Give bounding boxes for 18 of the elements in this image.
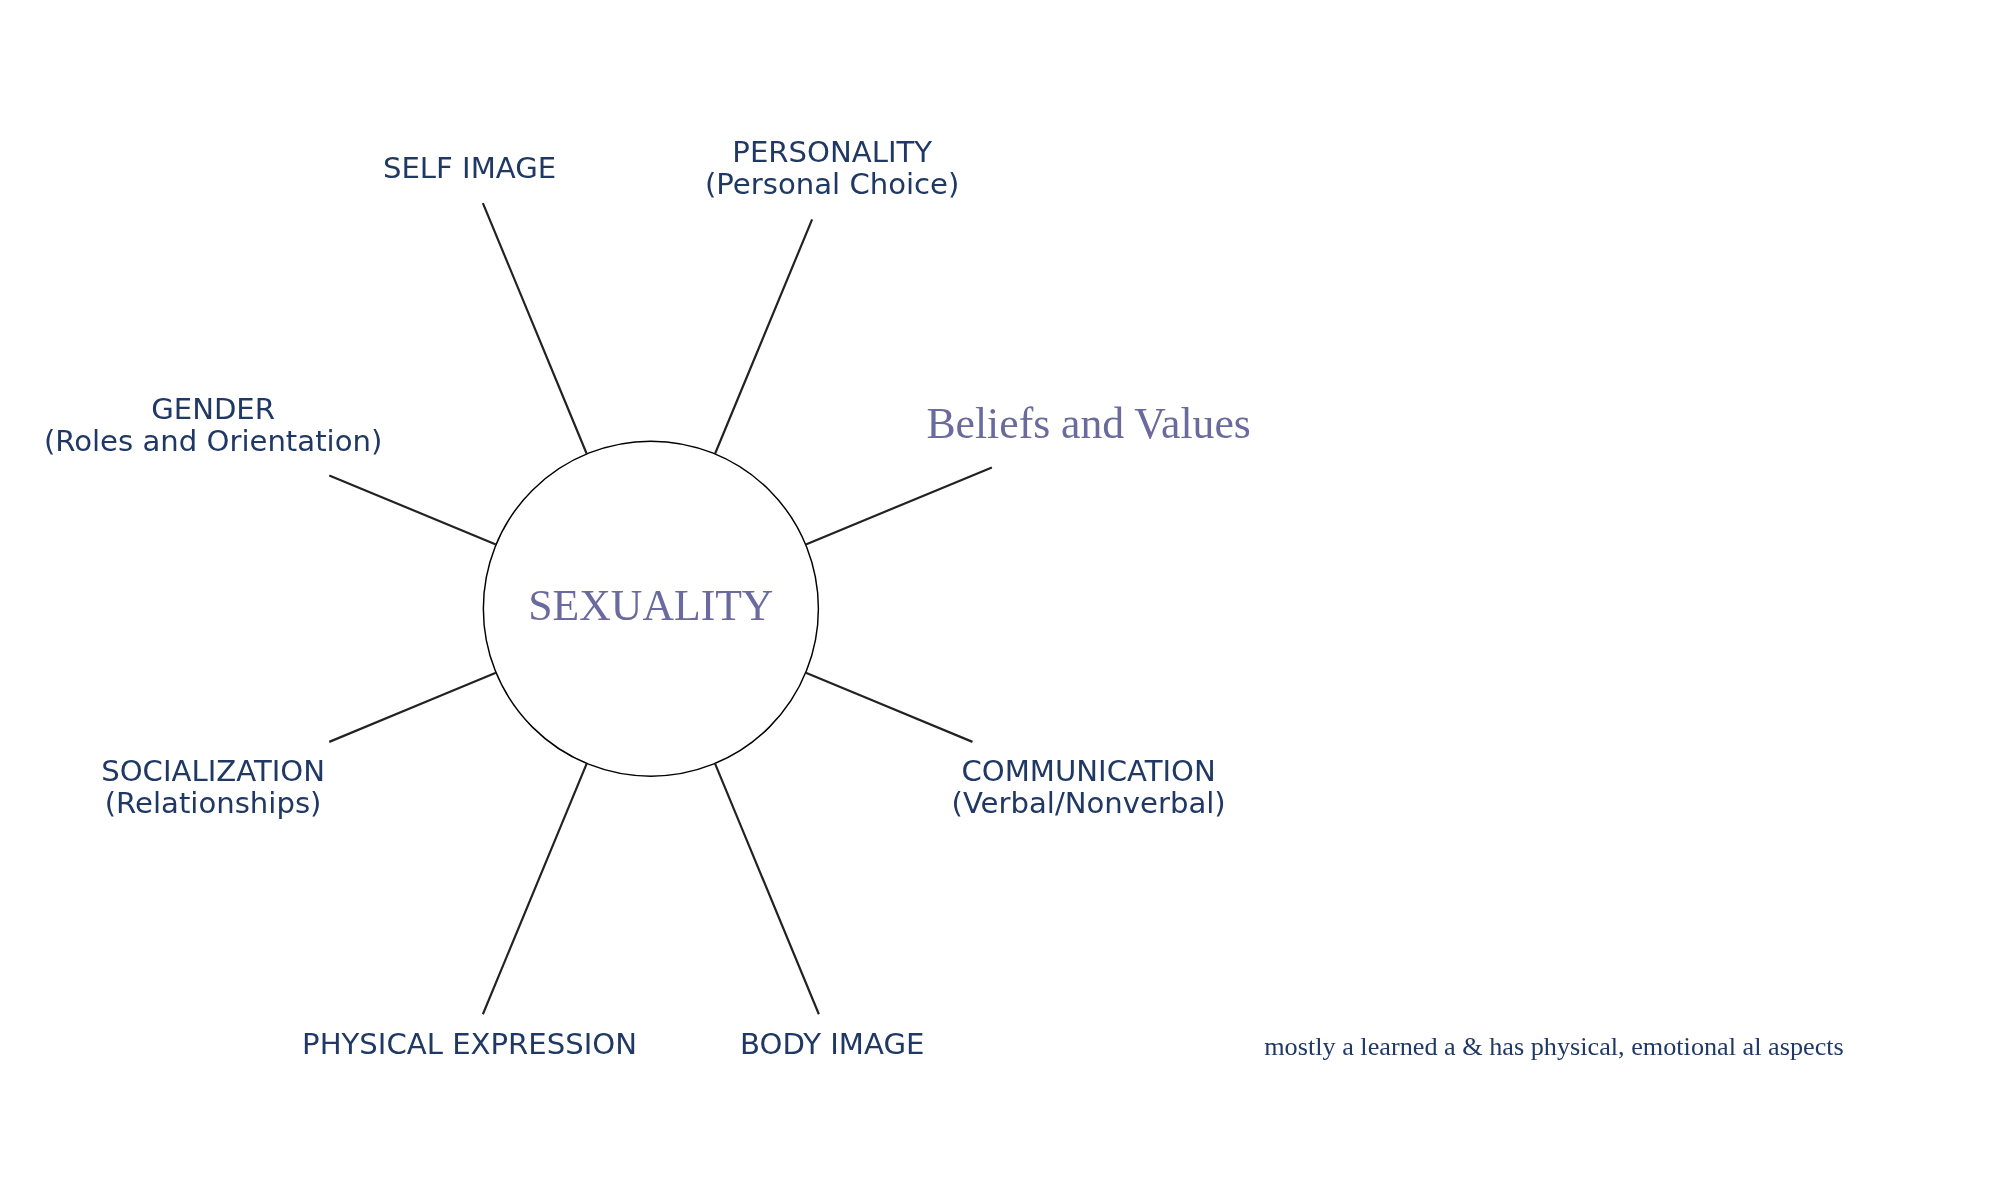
node-text: PERSONALITY (Personal Choice) bbox=[704, 135, 960, 202]
node-circle: SEXUALITY bbox=[482, 440, 820, 777]
connector bbox=[328, 671, 497, 743]
connector bbox=[805, 671, 973, 743]
node-text: Beliefs and Values bbox=[926, 399, 1251, 448]
node-text: COMMUNICATION (Verbal/Nonverbal) bbox=[951, 754, 1226, 821]
node-text: SELF IMAGE bbox=[382, 151, 557, 186]
node-text: PHYSICAL EXPRESSION bbox=[302, 1026, 638, 1061]
node-text: SOCIALIZATION (Relationships) bbox=[101, 754, 325, 821]
connector bbox=[328, 474, 497, 546]
connector bbox=[481, 763, 588, 1015]
node-text: GENDER (Roles and Orientation) bbox=[43, 391, 383, 458]
connector bbox=[714, 763, 820, 1015]
connector bbox=[481, 202, 588, 455]
node-text: BODY IMAGE bbox=[740, 1026, 925, 1061]
connector bbox=[714, 218, 814, 455]
connector bbox=[805, 466, 993, 546]
label: mostly a learned a & has physical, emotional al aspects bbox=[1264, 1031, 1844, 1061]
